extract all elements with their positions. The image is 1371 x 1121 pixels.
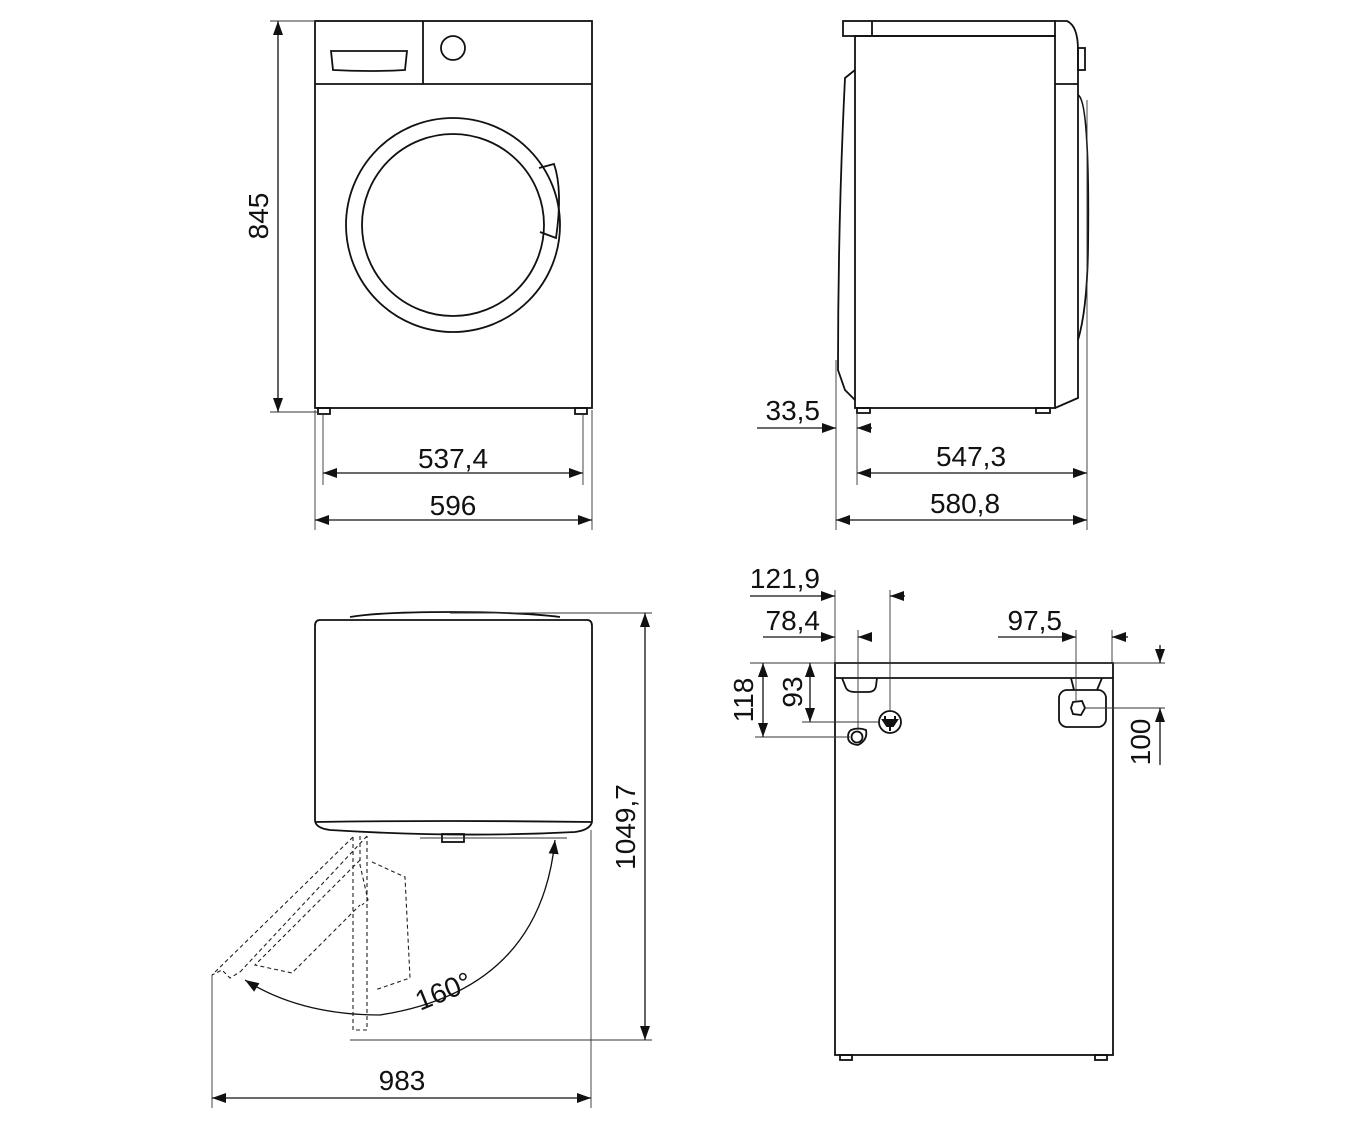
side-body bbox=[854, 35, 1056, 409]
door-glass bbox=[361, 133, 545, 317]
dim-height: 845 bbox=[243, 193, 274, 240]
door-ring bbox=[345, 117, 561, 333]
dim-100: 100 bbox=[1125, 719, 1156, 766]
rear-view: 121,9 78,4 97,5 118 93 100 bbox=[728, 563, 1165, 1061]
drain-icon bbox=[1058, 677, 1107, 728]
dim-width-inner: 537,4 bbox=[418, 443, 488, 474]
door-angle-label: 160° bbox=[411, 966, 476, 1016]
dim-depth-total: 580,8 bbox=[930, 488, 1000, 519]
program-knob bbox=[440, 35, 466, 61]
dim-depth-door-open: 1049,7 bbox=[610, 784, 641, 870]
rear-tab bbox=[841, 677, 878, 693]
top-view: 160° 1049,7 983 bbox=[211, 611, 652, 1108]
dim-78-4: 78,4 bbox=[766, 605, 821, 636]
top-body bbox=[314, 619, 593, 836]
dim-121-9: 121,9 bbox=[750, 563, 820, 594]
front-body bbox=[314, 20, 593, 409]
side-view: 33,5 547,3 580,8 bbox=[757, 20, 1090, 530]
dim-93: 93 bbox=[777, 676, 808, 707]
front-view: 845 537,4 596 bbox=[243, 20, 593, 530]
detergent-drawer bbox=[330, 50, 408, 72]
dim-97-5: 97,5 bbox=[1008, 605, 1063, 636]
dim-width-door-open: 983 bbox=[379, 1065, 426, 1096]
dim-118: 118 bbox=[728, 678, 759, 723]
plug-icon bbox=[878, 710, 902, 734]
dim-width-total: 596 bbox=[430, 490, 477, 521]
dim-depth-body: 547,3 bbox=[936, 441, 1006, 472]
door-handle bbox=[538, 162, 560, 240]
inlet-icon bbox=[847, 727, 868, 746]
dim-rear-offset: 33,5 bbox=[766, 395, 821, 426]
